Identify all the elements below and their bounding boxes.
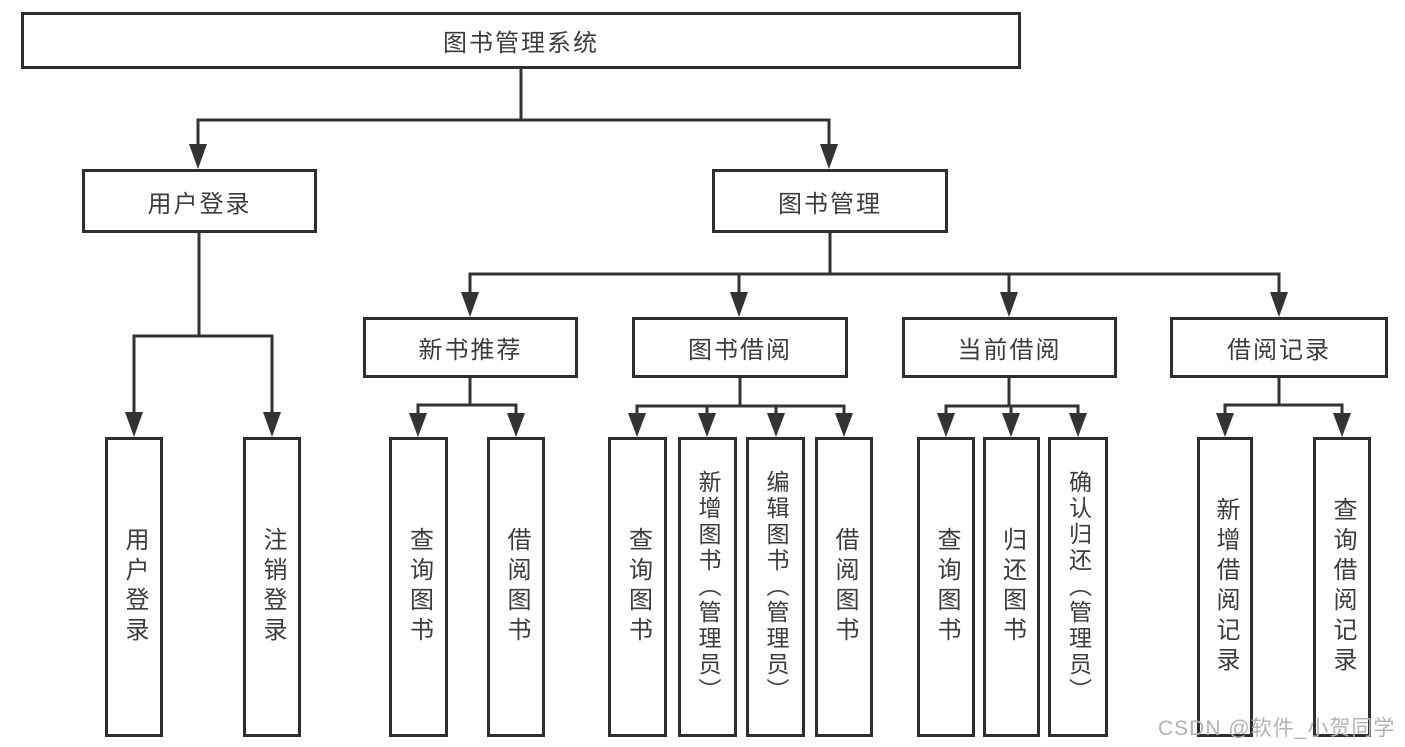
arrowhead [461, 292, 479, 317]
arrowhead [698, 413, 716, 437]
connector-book-mgmt-branch [461, 233, 1288, 317]
leaf-borrow-books-2: 借阅图书 [815, 437, 873, 737]
arrowhead [1216, 413, 1234, 437]
leaf-query-books-2: 查询图书 [608, 437, 667, 737]
leaf-label: 确认归还（管理员） [1065, 470, 1092, 704]
leaf-label: 用户登录 [121, 527, 148, 647]
leaf-label: 注销登录 [259, 527, 286, 647]
arrowhead [1069, 413, 1087, 437]
arrowhead [1333, 413, 1351, 437]
arrowhead [835, 413, 853, 437]
node-user-login: 用户登录 [82, 169, 317, 233]
node-library-system: 图书管理系统 [21, 12, 1021, 69]
arrowhead [1270, 292, 1288, 317]
node-new-book-recommend: 新书推荐 [363, 317, 578, 378]
arrowhead [1002, 413, 1020, 437]
connector-current-borrow-branch [937, 377, 1087, 437]
leaf-query-borrow-record: 查询借阅记录 [1313, 437, 1371, 737]
connector-user-login-branch [125, 233, 281, 437]
leaf-add-borrow-record: 新增借阅记录 [1197, 437, 1253, 737]
connector-book-borrow-branch [628, 377, 853, 437]
arrowhead [263, 412, 281, 437]
leaf-user-login: 用户登录 [105, 437, 163, 737]
arrowhead [507, 413, 525, 437]
node-book-management: 图书管理 [712, 169, 948, 233]
leaf-confirm-return-admin: 确认归还（管理员） [1048, 437, 1108, 737]
arrowhead [820, 144, 838, 169]
watermark: CSDN @软件_小贺同学 [1158, 717, 1396, 740]
leaf-label: 编辑图书（管理员） [763, 470, 789, 704]
leaf-label: 归还图书 [998, 527, 1026, 647]
leaf-query-books-1: 查询图书 [389, 437, 448, 737]
node-borrow-records: 借阅记录 [1170, 317, 1388, 378]
leaf-label: 查询图书 [624, 527, 652, 647]
connector-borrow-record-branch [1216, 377, 1351, 437]
leaf-logout: 注销登录 [243, 437, 301, 737]
leaf-edit-book-admin: 编辑图书（管理员） [746, 437, 805, 737]
connector-new-book-branch [409, 377, 525, 437]
arrowhead [730, 292, 748, 317]
arrowhead [125, 412, 143, 437]
node-current-borrow: 当前借阅 [902, 317, 1117, 378]
leaf-label: 借阅图书 [503, 527, 530, 647]
leaf-return-book: 归还图书 [983, 437, 1040, 737]
arrowhead [189, 144, 207, 169]
arrowhead [628, 413, 646, 437]
arrowhead [767, 413, 785, 437]
leaf-borrow-books-1: 借阅图书 [487, 437, 545, 737]
leaf-label: 查询图书 [405, 527, 433, 647]
arrowhead [1000, 292, 1018, 317]
leaf-label: 新增图书（管理员） [695, 470, 721, 704]
leaf-query-books-3: 查询图书 [917, 437, 975, 737]
arrowhead [937, 413, 955, 437]
leaf-add-book-admin: 新增图书（管理员） [678, 437, 737, 737]
leaf-label: 新增借阅记录 [1212, 497, 1239, 677]
arrowhead [409, 413, 427, 437]
leaf-label: 查询图书 [933, 527, 960, 647]
node-book-borrow: 图书借阅 [632, 317, 848, 378]
connector-root-branch [189, 68, 838, 169]
leaf-label: 借阅图书 [831, 527, 858, 647]
leaf-label: 查询借阅记录 [1329, 497, 1356, 677]
